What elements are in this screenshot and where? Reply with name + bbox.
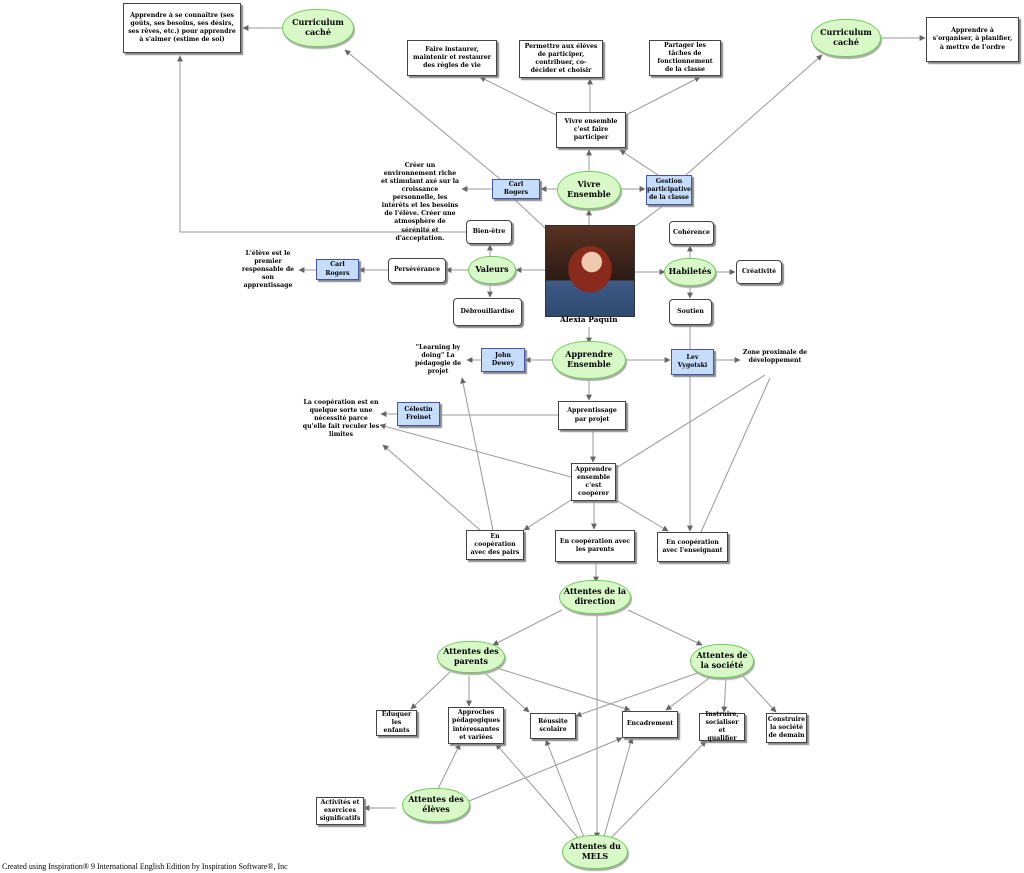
cloud-label: Attentes de la direction xyxy=(563,586,627,606)
node-carl-rogers-2[interactable]: Carl Rogers xyxy=(316,259,359,280)
node-taches[interactable]: Partager les tâches de fonctionnement de… xyxy=(649,40,721,76)
node-soutien[interactable]: Soutien xyxy=(669,299,712,325)
cloud-habiletes[interactable]: Habiletés xyxy=(664,258,716,286)
node-bien-etre[interactable]: Bien-être xyxy=(466,220,512,244)
node-participer[interactable]: Permettre aux élèves de participer, cont… xyxy=(519,40,603,78)
note-environnement: Créer un environnement riche et stimulan… xyxy=(380,162,460,242)
cloud-label: Attentes de la société xyxy=(696,650,748,670)
node-eduquer[interactable]: Éduquer les enfants xyxy=(376,710,417,736)
cloud-label: Vivre Ensemble xyxy=(567,179,611,199)
cloud-attentes-parents[interactable]: Attentes des parents xyxy=(437,641,505,673)
cloud-label: Curriculum caché xyxy=(292,17,344,37)
footer-credit: Created using Inspiration® 9 Internation… xyxy=(2,862,288,871)
node-coop-parents[interactable]: En coopération avec les parents xyxy=(555,530,635,562)
cloud-label: Attentes des élèves xyxy=(408,794,464,814)
node-perseverance[interactable]: Persévérance xyxy=(388,258,446,283)
cloud-vivre-ensemble[interactable]: Vivre Ensemble xyxy=(557,171,621,209)
node-encadrement[interactable]: Encadrement xyxy=(622,711,678,738)
node-creativite[interactable]: Créativité xyxy=(736,260,782,284)
cloud-apprendre-ensemble[interactable]: Apprendre Ensemble xyxy=(552,341,626,379)
node-regles[interactable]: Faire instaurer, maintenir et restaurer … xyxy=(407,40,497,76)
node-debrouillardise[interactable]: Débrouillardise xyxy=(453,298,522,326)
node-construire[interactable]: Construire la société de demain xyxy=(766,713,807,743)
cloud-label: Valeurs xyxy=(475,264,509,275)
cloud-attentes-mels[interactable]: Attentes du MELS xyxy=(562,835,628,869)
center-name-label: Alexia Paquin xyxy=(560,315,618,324)
node-gestion-participative[interactable]: Gestion participative de la classe xyxy=(646,175,692,205)
node-approches[interactable]: Approches pédagogiques intéressantes et … xyxy=(448,707,504,744)
cloud-label: Apprendre Ensemble xyxy=(565,349,613,369)
node-cooperer[interactable]: Apprendre ensemble c'est coopérer xyxy=(571,463,616,501)
cloud-label: Attentes des parents xyxy=(443,646,499,666)
cloud-curriculum-cache-left[interactable]: Curriculum caché xyxy=(282,9,354,47)
cloud-attentes-direction[interactable]: Attentes de la direction xyxy=(559,580,631,614)
node-lev-vygotski[interactable]: Lev Vygotski xyxy=(671,349,714,375)
cloud-curriculum-cache-right[interactable]: Curriculum caché xyxy=(811,19,881,57)
node-apprentissage-projet[interactable]: Apprentissage par projet xyxy=(558,401,626,430)
node-john-dewey[interactable]: John Dewey xyxy=(481,348,525,372)
cloud-label: Attentes du MELS xyxy=(569,841,621,861)
note-zone-proximale: Zone proximale de développement xyxy=(742,349,808,365)
node-organiser[interactable]: Apprendre à s'organiser, à planifier, à … xyxy=(926,17,1019,62)
profile-photo xyxy=(545,225,635,317)
cloud-label: Habiletés xyxy=(668,266,712,277)
node-celestin-freinet[interactable]: Célestin Freinet xyxy=(397,402,440,426)
node-vivre-participer[interactable]: Vivre ensemble c'est faire participer xyxy=(556,112,626,148)
node-coop-enseignant[interactable]: En coopération avec l'enseignant xyxy=(657,532,728,562)
node-se-connaitre[interactable]: Apprendre à se connaître (ses goûts, ses… xyxy=(123,3,241,53)
cloud-valeurs[interactable]: Valeurs xyxy=(468,256,516,284)
cloud-label: Curriculum caché xyxy=(820,27,872,47)
node-coherence[interactable]: Cohérence xyxy=(669,221,714,245)
node-carl-rogers-1[interactable]: Carl Rogers xyxy=(492,179,540,199)
node-reussite[interactable]: Réussite scolaire xyxy=(530,713,576,739)
note-cooperation: La coopération est en quelque sorte une … xyxy=(302,399,380,439)
cloud-attentes-eleves[interactable]: Attentes des élèves xyxy=(402,788,470,822)
node-activites[interactable]: Activités et exercices significatifs xyxy=(316,797,364,825)
cloud-attentes-societe[interactable]: Attentes de la société xyxy=(690,644,754,678)
node-instruire[interactable]: Instruire, socialiser et qualifier xyxy=(699,711,745,742)
node-coop-pairs[interactable]: En coopération avec des pairs xyxy=(466,530,524,560)
note-learning-by-doing: "Learning by doing" La pédagogie de proj… xyxy=(414,344,462,376)
note-responsable: L'élève est le premier responsable de so… xyxy=(241,250,295,290)
